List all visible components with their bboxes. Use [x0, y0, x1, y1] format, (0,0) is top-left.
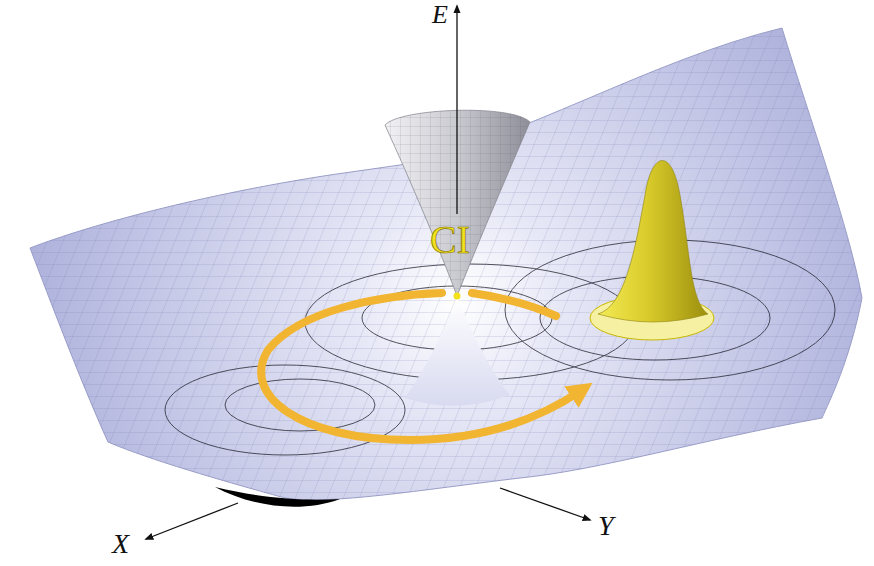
- axis-label: X: [112, 530, 129, 558]
- lower-surface: [30, 28, 862, 500]
- surface-mesh: [30, 28, 862, 500]
- x-axis: [146, 503, 238, 539]
- axis-label: E: [432, 2, 448, 28]
- intersection-label: CI: [430, 220, 470, 260]
- energy-axis: [456, 6, 457, 214]
- axis-label: Y: [598, 512, 614, 540]
- wavepacket: [598, 160, 708, 322]
- surface-shadow: [215, 487, 340, 507]
- intersection-point: [454, 293, 461, 300]
- encircling-path-arrow: [261, 293, 582, 440]
- encircling-path-segment: [472, 293, 556, 316]
- lower-cone: [405, 296, 510, 406]
- contour-lines: [165, 240, 835, 455]
- y-axis: [500, 488, 590, 520]
